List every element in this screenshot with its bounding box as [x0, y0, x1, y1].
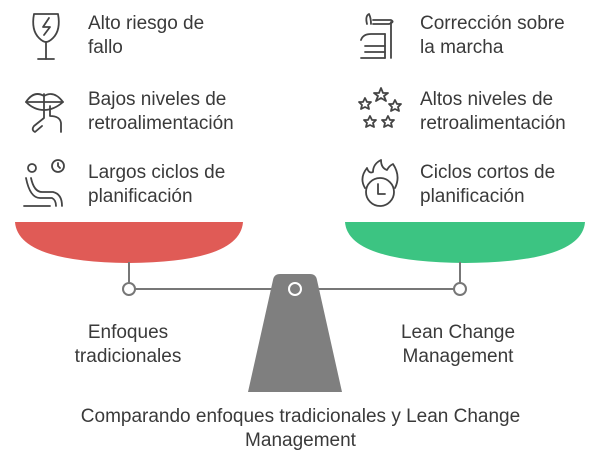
fulcrum	[248, 274, 342, 392]
text-line: fallo	[88, 37, 123, 58]
left-item-3: Largos ciclos de planificación	[88, 161, 225, 209]
left-pivot	[122, 282, 136, 296]
left-item-2: Bajos niveles de retroalimentación	[88, 88, 234, 136]
text-line: Ciclos cortos de	[420, 162, 556, 183]
text-line: la marcha	[420, 37, 504, 58]
silence-lips-icon	[20, 86, 70, 136]
right-item-3: Ciclos cortos de planificación	[420, 161, 555, 209]
right-pan	[345, 222, 585, 263]
text-line: planificación	[420, 186, 525, 207]
text-line: Corrección sobre	[420, 13, 565, 34]
fire-clock-icon	[355, 158, 405, 208]
hand-adjust-icon	[355, 10, 405, 60]
right-item-2: Altos niveles de retroalimentación	[420, 88, 566, 136]
text-line: Alto riesgo de	[88, 13, 205, 34]
right-pivot	[453, 282, 467, 296]
left-item-1: Alto riesgo de fallo	[88, 12, 204, 60]
text-line: Largos ciclos de	[88, 162, 226, 183]
caption: Comparando enfoques tradicionales y Lean…	[0, 405, 601, 453]
text-line: Management	[245, 430, 356, 451]
stars-icon	[355, 86, 405, 136]
text-line: Enfoques	[87, 322, 169, 343]
text-line: Management	[402, 346, 514, 367]
text-line: Lean Change	[400, 322, 516, 343]
broken-glass-icon	[20, 10, 70, 60]
center-pivot	[288, 282, 302, 296]
left-pan	[15, 222, 243, 263]
text-line: tradicionales	[74, 346, 182, 367]
text-line: Altos niveles de	[420, 89, 554, 110]
left-label: Enfoques tradicionales	[28, 321, 228, 369]
text-line: retroalimentación	[88, 113, 234, 134]
text-line: retroalimentación	[420, 113, 566, 134]
text-line: Bajos niveles de	[88, 89, 227, 110]
text-line: Comparando enfoques tradicionales y Lean…	[80, 406, 521, 427]
text-line: planificación	[88, 186, 193, 207]
waiting-person-clock-icon	[20, 158, 70, 208]
right-item-1: Corrección sobre la marcha	[420, 12, 565, 60]
